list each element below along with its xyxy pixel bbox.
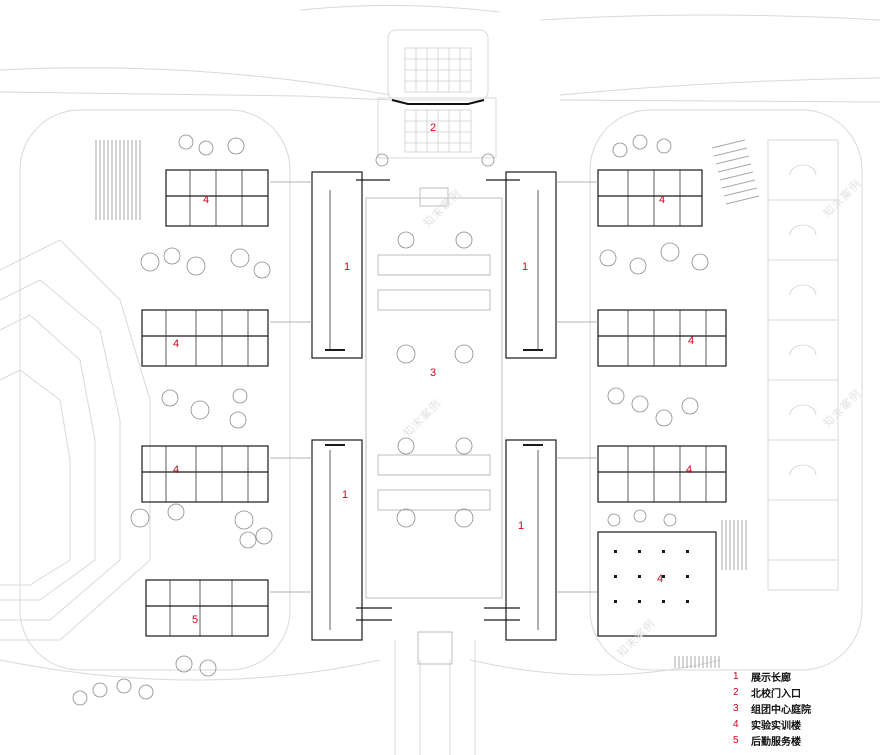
- central-courtyard: [365, 187, 503, 665]
- label-lab: 4: [659, 194, 666, 206]
- legend-label: 实验实训楼: [751, 720, 801, 732]
- legend-number: 3: [733, 702, 739, 714]
- site-context: [0, 4, 880, 755]
- label-hall: 1: [342, 489, 349, 501]
- label-lab: 4: [173, 464, 180, 476]
- legend-label: 展示长廊: [751, 672, 791, 684]
- legend-number: 5: [733, 734, 739, 746]
- north-gate-plaza: [404, 47, 472, 153]
- legend-item: 5 后勤服务楼: [733, 732, 873, 748]
- legend-item: 1 展示长廊: [733, 668, 873, 684]
- legend-item: 4 实验实训楼: [733, 716, 873, 732]
- legend-label: 北校门入口: [751, 688, 801, 700]
- label-lab: 4: [686, 464, 693, 476]
- columns-grid: [614, 550, 689, 603]
- legend-item: 2 北校门入口: [733, 684, 873, 700]
- label-lab: 4: [173, 338, 180, 350]
- legend-item: 3 组团中心庭院: [733, 700, 873, 716]
- legend: 1 展示长廊 2 北校门入口 3 组团中心庭院 4 实验实训楼 5 后勤服务楼: [733, 668, 873, 748]
- left-hatch-block: [95, 140, 141, 220]
- right-hatch-block: [674, 139, 760, 668]
- lab-buildings: [141, 169, 727, 637]
- label-service: 5: [192, 614, 199, 626]
- legend-number: 2: [733, 686, 739, 698]
- label-lab: 4: [657, 573, 664, 585]
- legend-label: 后勤服务楼: [751, 736, 801, 748]
- exhibition-halls: [311, 171, 557, 641]
- label-hall: 1: [518, 520, 525, 532]
- legend-number: 4: [733, 718, 739, 730]
- north-gate-line: [391, 99, 485, 105]
- label-lab: 4: [203, 194, 210, 206]
- label-hall: 1: [522, 261, 529, 273]
- label-courtyard: 3: [430, 367, 437, 379]
- label-hall: 1: [344, 261, 351, 273]
- legend-number: 1: [733, 670, 739, 682]
- legend-label: 组团中心庭院: [751, 704, 811, 716]
- sports-courts: [767, 139, 839, 591]
- label-lab: 4: [688, 335, 695, 347]
- label-north-gate: 2: [430, 122, 437, 134]
- trees: [72, 134, 709, 706]
